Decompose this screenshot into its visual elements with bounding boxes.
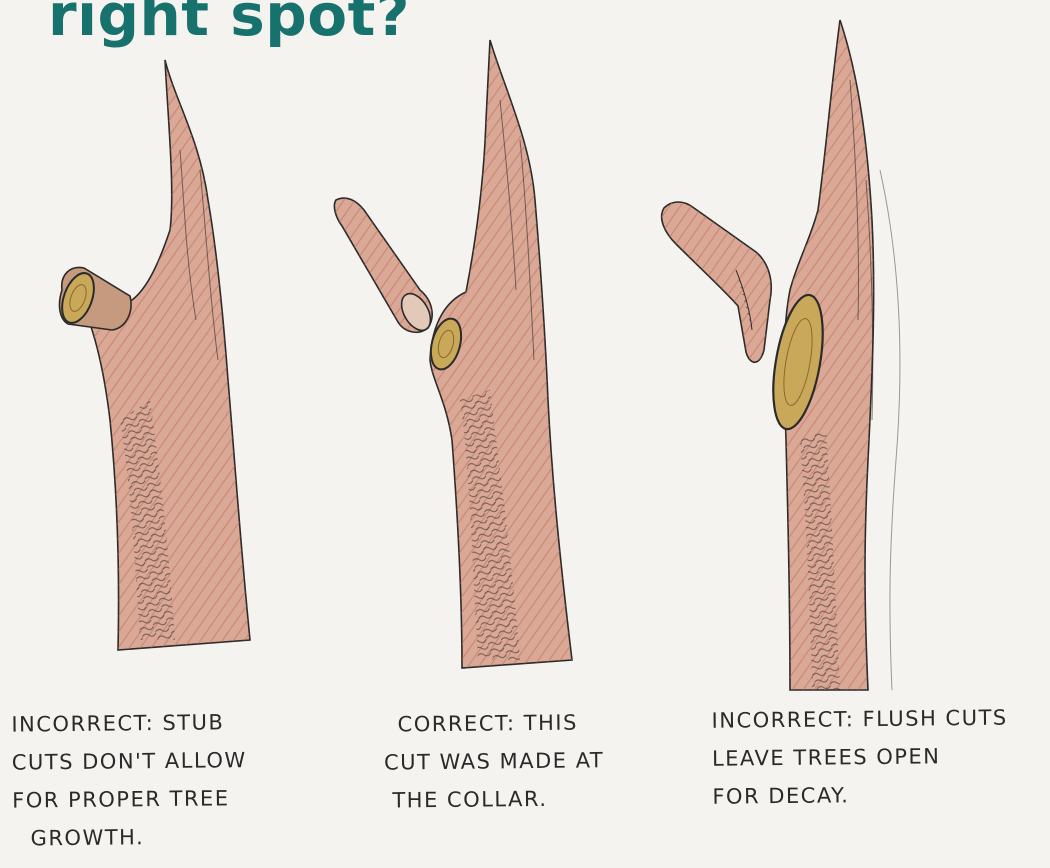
tree-stub-cut <box>56 60 250 650</box>
caption-flush-cut: INCORRECT: FLUSH CUTS LEAVE TREES OPEN F… <box>711 698 1042 815</box>
caption-line: LEAVE TREES OPEN <box>712 736 1042 777</box>
caption-line: THE COLLAR. <box>384 778 684 819</box>
tree-collar-cut <box>334 40 572 668</box>
caption-collar-cut: CORRECT: THIS CUT WAS MADE AT THE COLLAR… <box>383 702 684 819</box>
caption-line: CUTS DON'T ALLOW <box>12 740 312 781</box>
caption-line: GROWTH. <box>12 816 312 857</box>
tree-flush-cut <box>662 20 900 690</box>
caption-line: INCORRECT: FLUSH CUTS <box>711 698 1041 739</box>
caption-line: CORRECT: THIS <box>383 702 683 743</box>
caption-stub-cut: INCORRECT: STUB CUTS DON'T ALLOW FOR PRO… <box>11 702 313 857</box>
caption-line: CUT WAS MADE AT <box>384 740 684 781</box>
caption-line: INCORRECT: STUB <box>11 702 311 743</box>
caption-line: FOR PROPER TREE <box>12 778 312 819</box>
caption-line: FOR DECAY. <box>712 774 1042 815</box>
